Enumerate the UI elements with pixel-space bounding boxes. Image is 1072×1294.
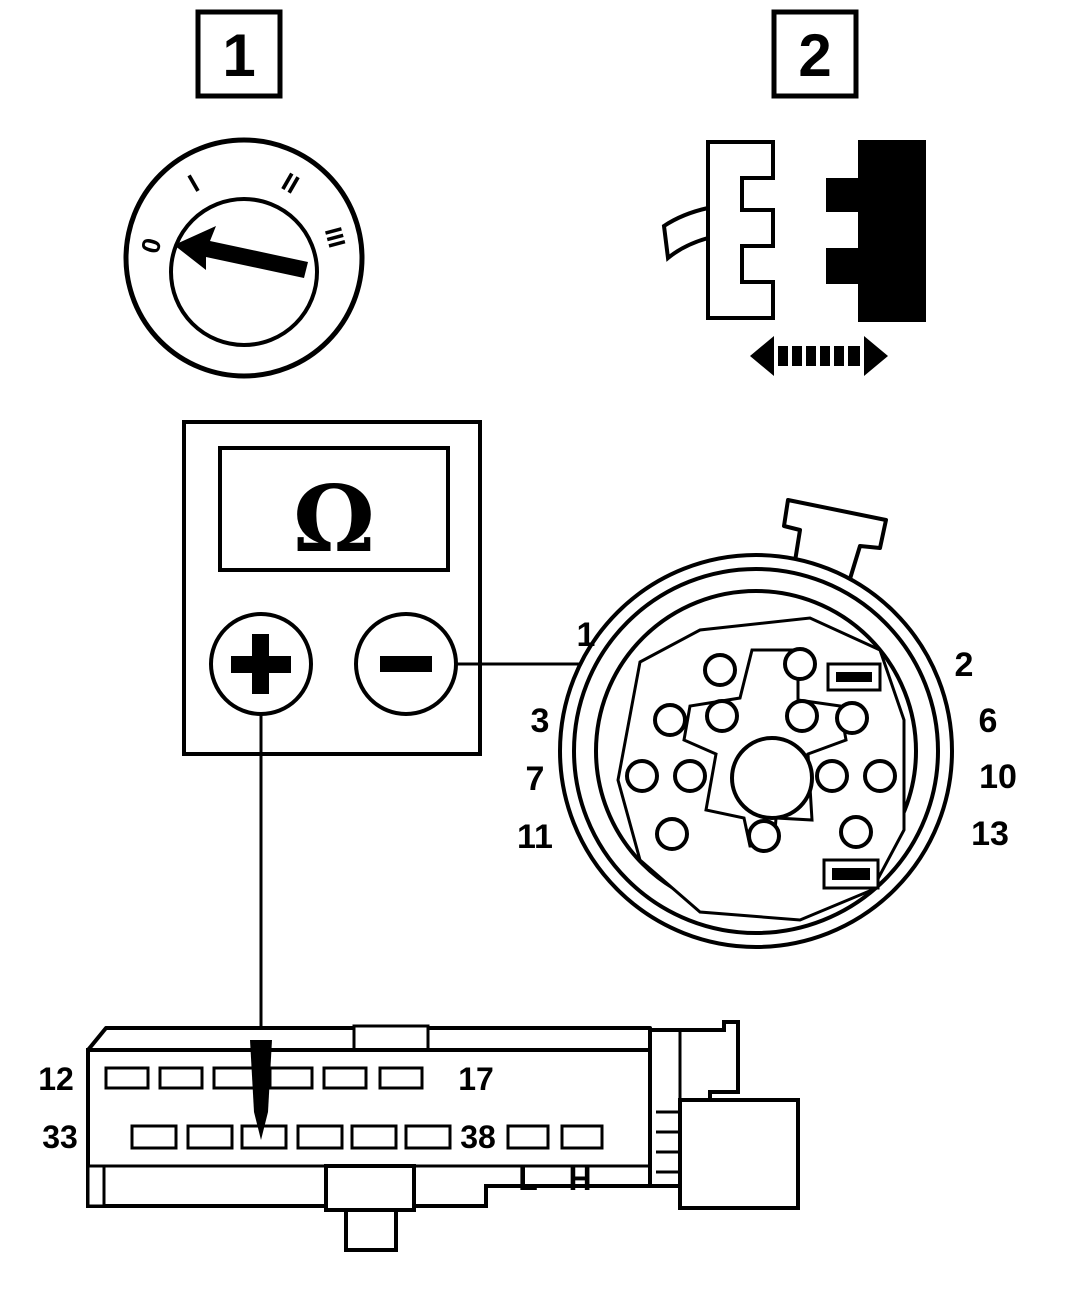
pin-label-12: 12 bbox=[38, 1061, 74, 1097]
connector-latch-tab bbox=[661, 205, 710, 262]
rotary-switch: 0 I II III bbox=[123, 137, 365, 379]
pin-slot bbox=[104, 1066, 150, 1090]
blade-terminal-bottom bbox=[822, 858, 880, 890]
pin-label-13: 13 bbox=[971, 815, 1009, 853]
pin-cavity bbox=[653, 703, 687, 737]
pin-row-bottom bbox=[130, 1124, 604, 1150]
pin-row-top bbox=[104, 1066, 424, 1090]
pin-slot bbox=[404, 1124, 452, 1150]
pin-label-3: 3 bbox=[531, 702, 550, 740]
pin-cavity bbox=[835, 701, 869, 735]
pin-label-17: 17 bbox=[458, 1061, 494, 1097]
pin-slot bbox=[378, 1066, 424, 1090]
pin-cavity bbox=[705, 699, 739, 733]
pin-label-7: 7 bbox=[526, 760, 545, 798]
pin-cavity bbox=[625, 759, 659, 793]
pin-label-11: 11 bbox=[517, 818, 553, 856]
pin-cavity bbox=[673, 759, 707, 793]
pin-cavity bbox=[785, 699, 819, 733]
step-2-badge: 2 bbox=[771, 9, 859, 99]
multimeter: Ω bbox=[182, 420, 482, 756]
pin-label-38: 38 bbox=[460, 1119, 496, 1155]
blade-terminal-top bbox=[826, 662, 882, 692]
pin-slot-h bbox=[560, 1124, 604, 1150]
probe-tip-positive-front bbox=[250, 1040, 272, 1140]
minus-icon bbox=[380, 656, 432, 672]
pin-label-l: L bbox=[518, 1161, 538, 1197]
pin-cavity bbox=[839, 815, 873, 849]
step-1-label: 1 bbox=[222, 22, 255, 89]
pin-slot bbox=[212, 1066, 258, 1090]
plus-terminal bbox=[209, 612, 313, 716]
pin-label-33: 33 bbox=[42, 1119, 78, 1155]
pin-label-1: 1 bbox=[577, 616, 596, 654]
step-2-label: 2 bbox=[798, 22, 831, 89]
switch-pointer-arrow-icon bbox=[174, 226, 308, 278]
pin-slot bbox=[158, 1066, 204, 1090]
pin-cavity bbox=[815, 759, 849, 793]
connector-socket-black bbox=[826, 140, 926, 322]
pin-cavity bbox=[747, 819, 781, 853]
ecu-connector: 12 17 33 38 L H bbox=[38, 1020, 800, 1252]
connector-plug-white bbox=[706, 140, 775, 320]
pin-cavities bbox=[625, 647, 897, 853]
minus-terminal bbox=[354, 612, 458, 716]
ohm-symbol: Ω bbox=[293, 465, 375, 573]
pin-slot bbox=[296, 1124, 344, 1150]
pin-slot bbox=[130, 1124, 178, 1150]
pin-label-6: 6 bbox=[979, 702, 998, 740]
double-arrow-icon bbox=[750, 336, 888, 376]
pin-slot bbox=[268, 1066, 314, 1090]
round-connector: 1 2 3 6 7 10 11 13 bbox=[517, 498, 1017, 949]
pin-cavity bbox=[783, 647, 817, 681]
pin-cavity bbox=[655, 817, 689, 851]
pin-slot bbox=[322, 1066, 368, 1090]
plus-icon bbox=[231, 634, 291, 694]
pin-label-h: H bbox=[568, 1161, 591, 1197]
pin-cavity bbox=[863, 759, 897, 793]
pin-slot bbox=[240, 1124, 288, 1150]
multimeter-display bbox=[218, 446, 450, 572]
step-1-badge: 1 bbox=[195, 9, 283, 99]
pin-slot-l bbox=[506, 1124, 550, 1150]
connector-disconnect-illustration bbox=[661, 140, 926, 376]
pin-slot bbox=[186, 1124, 234, 1150]
pin-label-10: 10 bbox=[979, 758, 1017, 796]
pin-label-2: 2 bbox=[955, 646, 974, 684]
pin-slot bbox=[350, 1124, 398, 1150]
pin-cavity bbox=[703, 653, 737, 687]
